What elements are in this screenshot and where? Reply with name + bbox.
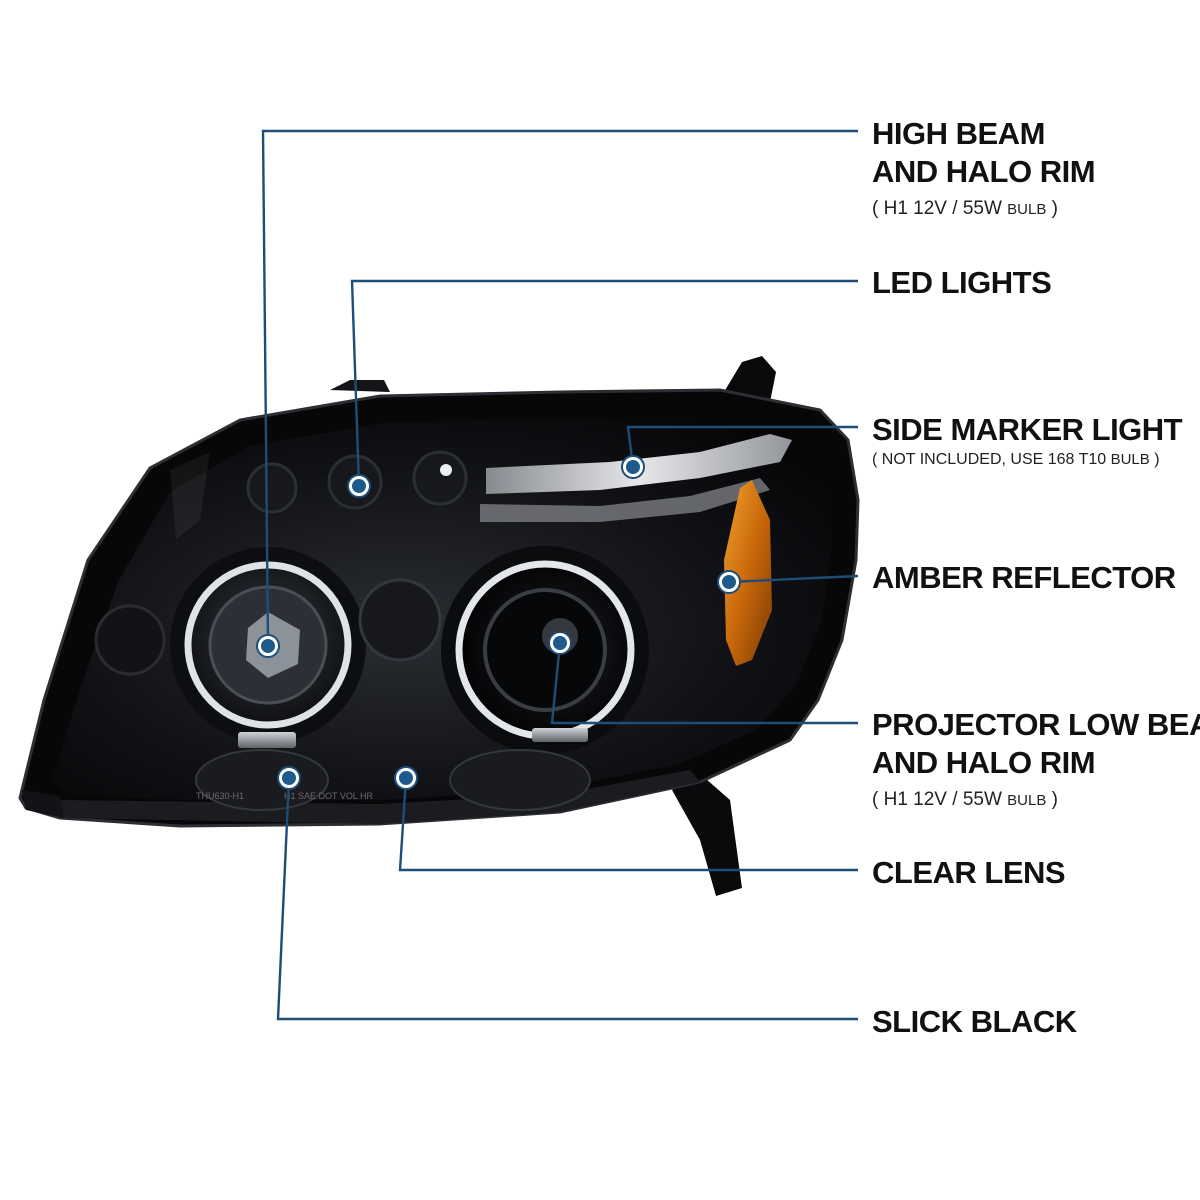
top-mount-tab — [330, 380, 390, 392]
lower-edge-lip — [22, 790, 64, 818]
label-projector-line1: PROJECTOR LOW BEAM — [872, 707, 1200, 742]
callout-leaders — [261, 129, 859, 1021]
callout-dot-icon — [548, 631, 572, 655]
leader-high-beam — [261, 129, 858, 647]
side-mount-bracket — [672, 772, 742, 896]
mold-stamp-cert: H1 SAE DOT VOL HR — [284, 791, 374, 801]
projector-lens — [483, 588, 607, 712]
callout-dot-icon — [717, 570, 741, 594]
label-clear-lens: CLEAR LENS — [872, 855, 1065, 890]
callout-dot-icon — [277, 766, 301, 790]
mold-stamp-model: THU630-H1 — [196, 791, 244, 801]
center-reflector — [358, 578, 442, 662]
label-amber-reflector: AMBER REFLECTOR — [872, 560, 1176, 595]
rear-mount-bracket — [724, 356, 776, 402]
led-pod-right — [412, 450, 468, 506]
leader-side-marker — [626, 425, 858, 468]
callout-dot-icon — [256, 634, 280, 658]
callout-dot-icon — [621, 455, 645, 479]
label-high-beam-bulb: ( H1 12V / 55W BULB ) — [872, 198, 1058, 219]
led-pod-left — [246, 462, 298, 514]
lower-bowl-right — [449, 749, 591, 811]
led-chip — [440, 464, 452, 476]
side-reflector-left — [94, 604, 166, 676]
halo-bracket-left — [238, 732, 296, 748]
lens-highlight — [170, 452, 210, 540]
side-marker-led-bar-lower — [480, 478, 770, 522]
callout-dots — [256, 455, 741, 790]
callout-labels: HIGH BEAM AND HALO RIM ( H1 12V / 55W BU… — [872, 116, 1200, 1039]
leader-projector-low-beam — [550, 642, 858, 725]
bottom-trim — [60, 770, 700, 824]
label-projector-line2: AND HALO RIM — [872, 745, 1095, 780]
label-led-lights: LED LIGHTS — [872, 265, 1051, 300]
leader-amber-reflector — [728, 574, 859, 584]
callout-dot-icon — [347, 474, 371, 498]
headlight-assembly: THU630-H1 H1 SAE DOT VOL HR — [18, 356, 860, 896]
leader-led-lights — [350, 279, 858, 487]
label-slick-black: SLICK BLACK — [872, 1004, 1078, 1039]
label-high-beam-line1: HIGH BEAM — [872, 116, 1045, 151]
label-side-marker-bulb: ( NOT INCLUDED, USE 168 T10 BULB ) — [872, 451, 1160, 468]
callout-dot-icon — [394, 766, 418, 790]
label-side-marker: SIDE MARKER LIGHT — [872, 412, 1183, 447]
label-high-beam-line2: AND HALO RIM — [872, 154, 1095, 189]
halo-bracket-right — [532, 728, 588, 742]
lower-bowl-left — [195, 749, 329, 811]
amber-reflector-lens — [724, 480, 772, 666]
leader-slick-black — [276, 777, 858, 1021]
label-projector-bulb: ( H1 12V / 55W BULB ) — [872, 789, 1058, 810]
leader-clear-lens — [398, 777, 858, 872]
